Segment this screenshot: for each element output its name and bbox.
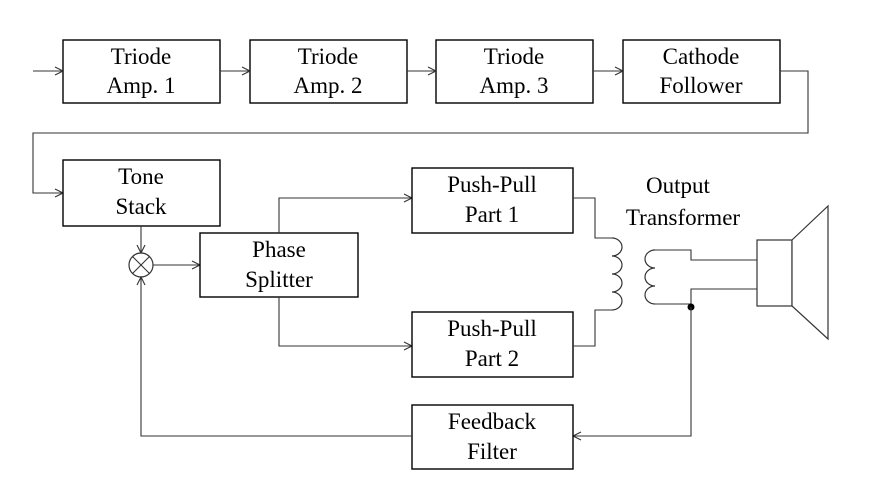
phase-splitter-line1: Phase [252, 237, 306, 262]
triode-amp-1-line1: Triode [111, 44, 172, 69]
secondary-bottom-wire [655, 288, 757, 305]
push-pull-part-2-line2: Part 2 [465, 346, 519, 371]
cathode-to-tone-arrow [32, 70, 809, 193]
pp1-to-transformer-wire [573, 197, 612, 239]
output-transformer: Output Transformer [611, 173, 740, 311]
summing-junction [128, 252, 154, 278]
feedback-to-sum-arrow [141, 277, 412, 437]
cathode-follower-block: Cathode Follower [622, 39, 781, 104]
transformer-secondary-coil [644, 249, 656, 305]
phase-splitter-line2: Splitter [245, 267, 313, 292]
feedback-filter-line1: Feedback [448, 409, 537, 434]
phase-to-pp1-arrow [278, 198, 412, 233]
pp2-to-transformer-wire [573, 309, 612, 347]
feedback-filter-line2: Filter [467, 439, 517, 464]
push-pull-part-2-block: Push-Pull Part 2 [411, 311, 574, 378]
phase-to-pp2-arrow [278, 297, 412, 346]
triode-amp-2-line2: Amp. 2 [294, 73, 363, 98]
tone-stack-line1: Tone [118, 164, 164, 189]
output-transformer-line2: Transformer [626, 205, 740, 230]
push-pull-part-1-line2: Part 1 [465, 202, 519, 227]
output-to-feedback-arrow [573, 307, 692, 436]
triode-amp-1-block: Triode Amp. 1 [62, 39, 221, 104]
triode-amp-3-line2: Amp. 3 [480, 73, 549, 98]
phase-splitter-block: Phase Splitter [199, 232, 359, 298]
push-pull-part-2-line1: Push-Pull [447, 316, 536, 341]
triode-amp-1-line2: Amp. 1 [107, 73, 176, 98]
triode-amp-2-block: Triode Amp. 2 [249, 39, 408, 104]
feedback-filter-block: Feedback Filter [411, 404, 574, 470]
push-pull-part-1-line1: Push-Pull [447, 172, 536, 197]
triode-amp-3-block: Triode Amp. 3 [435, 39, 594, 104]
triode-amp-3-line1: Triode [484, 44, 545, 69]
tone-stack-block: Tone Stack [62, 159, 221, 227]
triode-amp-2-line1: Triode [298, 44, 359, 69]
speaker-icon [756, 204, 829, 341]
output-transformer-line1: Output [646, 173, 711, 198]
secondary-top-wire [655, 249, 757, 261]
push-pull-part-1-block: Push-Pull Part 1 [411, 167, 574, 234]
cathode-follower-line1: Cathode [663, 44, 740, 69]
cathode-follower-line2: Follower [659, 73, 742, 98]
transformer-primary-coil [611, 237, 623, 311]
tone-stack-line2: Stack [115, 194, 167, 219]
